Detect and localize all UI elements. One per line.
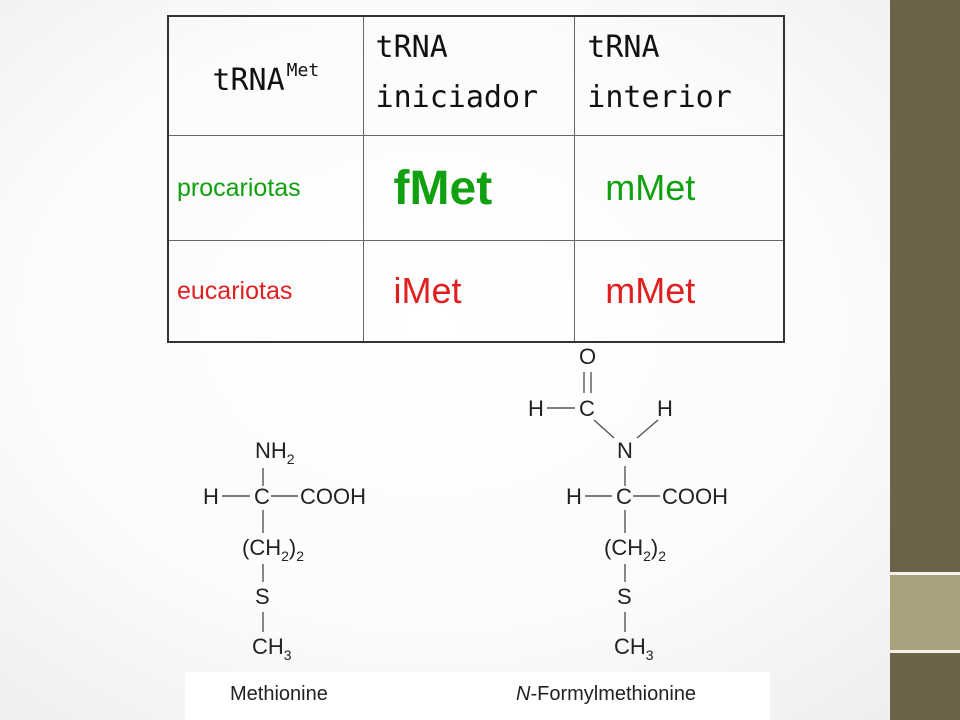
amide-hydrogen: H xyxy=(657,396,673,421)
row-label-procariotas: procariotas xyxy=(167,135,364,241)
formylmethionine-caption: N-Formylmethionine xyxy=(516,683,696,705)
caption-band xyxy=(185,672,770,720)
sidebar-divider xyxy=(890,572,960,575)
header-interior-cell: tRNA interior xyxy=(574,15,785,136)
header-interior-line2: interior xyxy=(587,80,732,115)
interior-mmet-eucariotas: mMet xyxy=(574,240,785,343)
methionine-amino-group: NH2 xyxy=(255,438,295,467)
methionine-alpha-carbon: C xyxy=(254,484,270,509)
methionine-structure: NH2 H C COOH (CH2)2 S CH3 Methionine xyxy=(203,438,366,705)
sidebar-accent-block xyxy=(890,575,960,650)
formylmethionine-methylene-chain: (CH2)2 xyxy=(604,535,666,564)
initiator-imet: iMet xyxy=(362,240,576,343)
formylmethionine-carboxyl: COOH xyxy=(662,484,728,509)
amide-nitrogen: N xyxy=(617,438,633,463)
table-row-procariotas: procariotas fMet mMet xyxy=(167,135,785,241)
bond xyxy=(636,419,659,439)
formylmethionine-alpha-carbon: C xyxy=(616,484,632,509)
formylmethionine-methyl: CH3 xyxy=(614,634,654,663)
methionine-hydrogen: H xyxy=(203,484,219,509)
sidebar-divider xyxy=(890,650,960,653)
header-initiator-line1: tRNA xyxy=(375,30,448,65)
bond xyxy=(593,419,615,439)
formylmethionine-sulfur: S xyxy=(617,584,632,609)
interior-mmet-procariotas: mMet xyxy=(574,135,785,241)
formylmethionine-hydrogen: H xyxy=(566,484,582,509)
row-label-eucariotas: eucariotas xyxy=(167,240,364,343)
initiator-fmet: fMet xyxy=(362,135,576,241)
methionine-carboxyl: COOH xyxy=(300,484,366,509)
decorative-sidebar xyxy=(890,0,960,720)
header-corner-text: tRNA xyxy=(212,63,285,98)
methionine-methyl: CH3 xyxy=(252,634,292,663)
header-corner-superscript: Met xyxy=(286,60,320,81)
header-initiator-line2: iniciador xyxy=(375,80,539,115)
methionine-methylene-chain: (CH2)2 xyxy=(242,535,304,564)
formyl-hydrogen: H xyxy=(528,396,544,421)
formyl-carbon: C xyxy=(579,396,595,421)
methionine-caption: Methionine xyxy=(230,683,328,705)
formyl-oxygen: O xyxy=(579,344,596,369)
formylmethionine-structure: O H C H N H C COOH (CH2)2 S CH3 N-Formyl… xyxy=(516,344,728,705)
table-row-eucariotas: eucariotas iMet mMet xyxy=(167,240,785,343)
header-interior-line1: tRNA xyxy=(587,30,660,65)
header-initiator-cell: tRNA iniciador xyxy=(362,15,576,136)
methionine-sulfur: S xyxy=(255,584,270,609)
